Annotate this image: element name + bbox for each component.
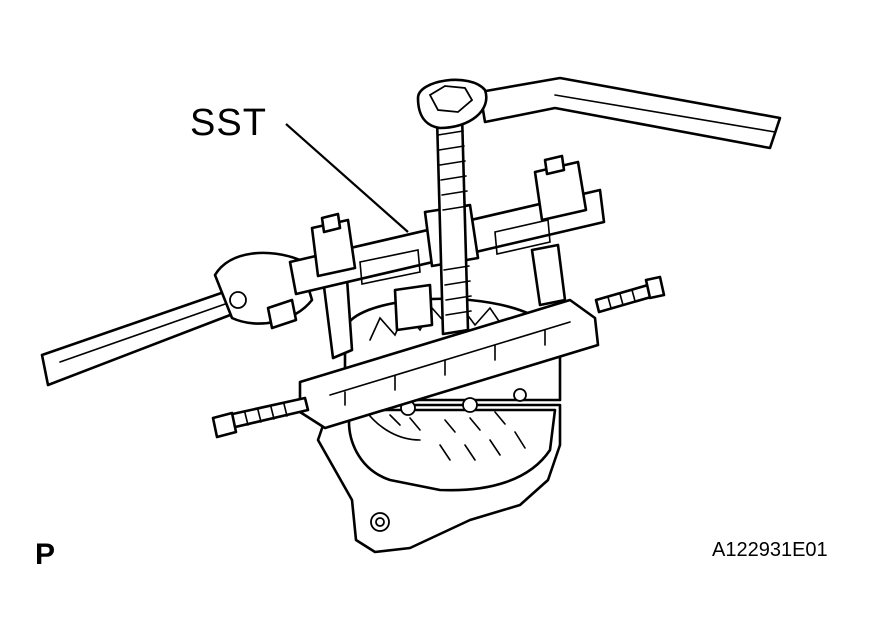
- center-screw: [435, 112, 472, 336]
- lower-bolt: [211, 275, 666, 439]
- handle-bar: [416, 76, 782, 150]
- view-marker-label: P: [35, 538, 56, 571]
- sst-leader-line: [285, 123, 409, 233]
- figure-code-label: A122931E01: [712, 539, 828, 561]
- wrench-tool: [40, 251, 314, 387]
- sst-label: SST: [190, 102, 267, 144]
- clamp-blocks: [310, 154, 588, 278]
- alternator-housing: [316, 403, 562, 554]
